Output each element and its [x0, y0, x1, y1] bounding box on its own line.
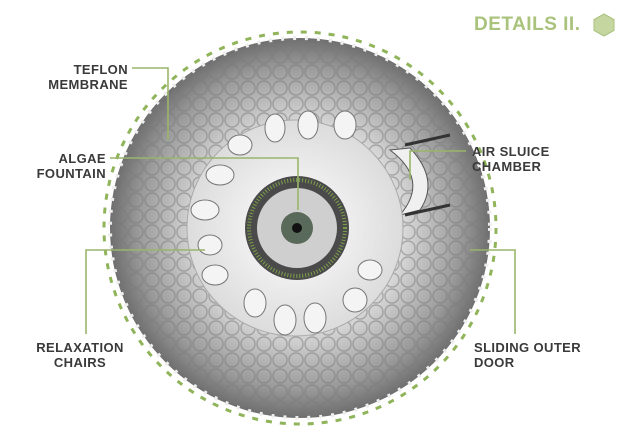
hexagon-logo-icon: [593, 13, 615, 37]
label-relaxation-chairs: RELAXATION CHAIRS: [30, 340, 130, 370]
label-line: CHAIRS: [53, 355, 107, 370]
algae-fountain: [245, 176, 349, 280]
leader-lines: [85, 67, 516, 334]
page-title: DETAILS II.: [474, 14, 581, 35]
label-line: CHAMBER: [472, 159, 542, 174]
label-line: FOUNTAIN: [36, 166, 106, 181]
label-line: RELAXATION: [36, 340, 124, 355]
label-line: DOOR: [474, 355, 515, 370]
label-sliding-outer-door: SLIDING OUTER DOOR: [474, 340, 581, 370]
label-line: ALGAE: [58, 151, 106, 166]
label-line: MEMBRANE: [48, 77, 128, 92]
label-teflon-membrane: TEFLON MEMBRANE: [40, 62, 128, 92]
label-line: AIR SLUICE: [472, 144, 550, 159]
label-line: SLIDING OUTER: [474, 340, 582, 355]
relaxation-chairs: [190, 110, 383, 336]
label-algae-fountain: ALGAE FOUNTAIN: [20, 151, 106, 181]
label-line: TEFLON: [73, 62, 128, 77]
air-sluice-chamber: [388, 133, 451, 217]
label-air-sluice-chamber: AIR SLUICE CHAMBER: [472, 144, 550, 174]
